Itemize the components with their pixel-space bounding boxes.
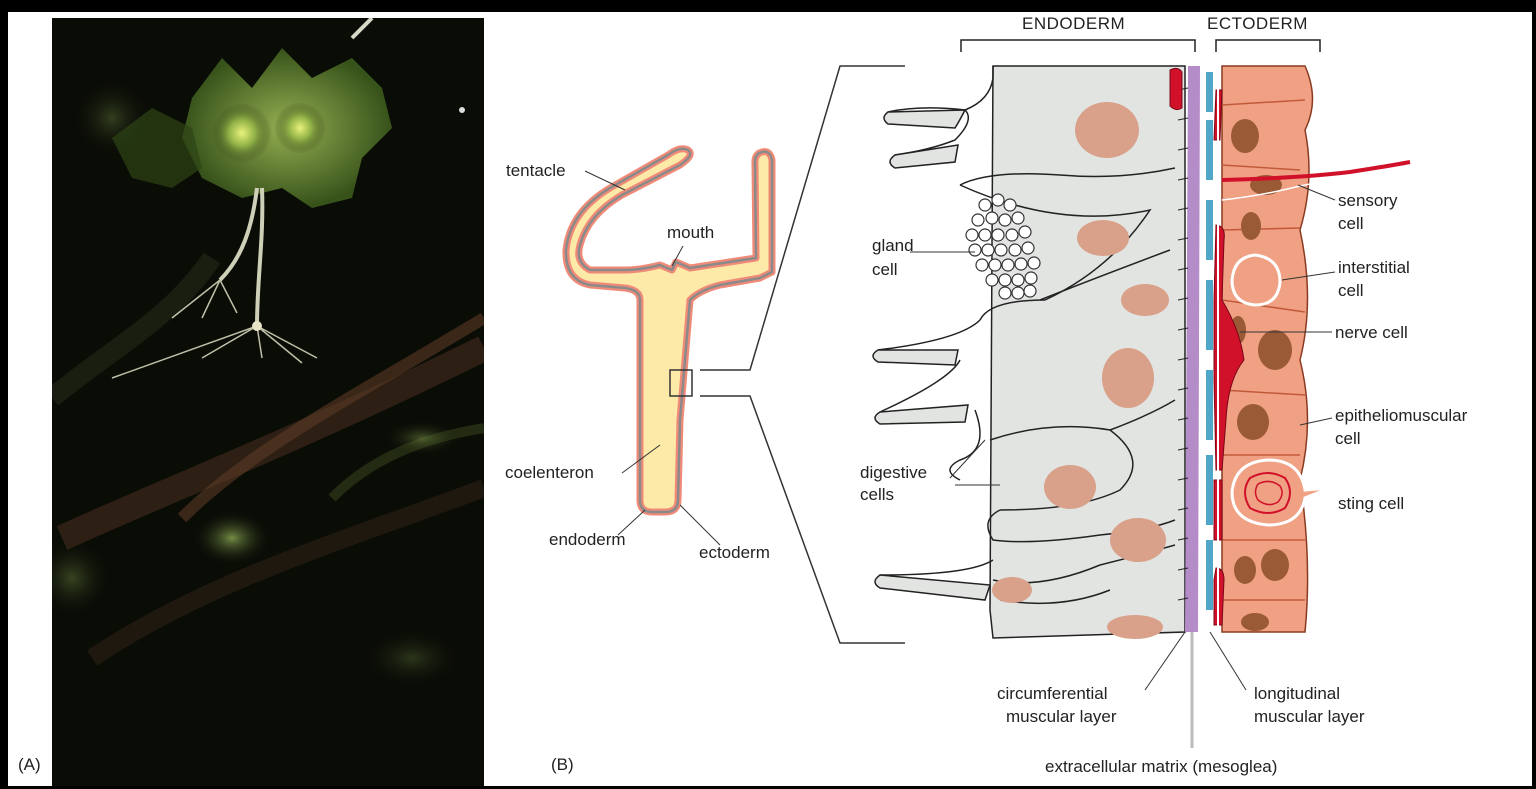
label-circumferential-line2: muscular layer — [1006, 707, 1117, 726]
header-ectoderm: ECTODERM — [1207, 14, 1308, 33]
label-interstitial-line2: cell — [1338, 281, 1364, 300]
label-digestive-line1: digestive — [860, 463, 927, 482]
label-nerve: nerve cell — [1335, 323, 1408, 342]
panel-label-b: (B) — [551, 755, 574, 774]
label-interstitial-line1: interstitial — [1338, 258, 1410, 277]
panel-label-a: (A) — [18, 755, 41, 774]
label-mouth: mouth — [667, 223, 714, 242]
label-epithelio-line2: cell — [1335, 429, 1361, 448]
label-endoderm-hydra: endoderm — [549, 530, 626, 549]
label-sensory-line2: cell — [1338, 214, 1364, 233]
label-extracellular-matrix: extracellular matrix (mesoglea) — [1045, 757, 1277, 776]
label-epithelio-line1: epitheliomuscular — [1335, 406, 1468, 425]
label-gland-line2: cell — [872, 260, 898, 279]
tissue-section — [873, 66, 1412, 639]
label-longitudinal-line1: longitudinal — [1254, 684, 1340, 703]
label-digestive-line2: cells — [860, 485, 894, 504]
header-endoderm: ENDODERM — [1022, 14, 1125, 33]
label-tentacle: tentacle — [506, 161, 566, 180]
longitudinal-muscle — [1206, 72, 1213, 610]
label-coelenteron: coelenteron — [505, 463, 594, 482]
label-sting: sting cell — [1338, 494, 1404, 513]
label-gland-line1: gland — [872, 236, 914, 255]
sting-cell — [1232, 460, 1330, 525]
label-ectoderm-hydra: ectoderm — [699, 543, 770, 562]
label-longitudinal-line2: muscular layer — [1254, 707, 1365, 726]
label-circumferential-line1: circumferential — [997, 684, 1108, 703]
label-sensory-line1: sensory — [1338, 191, 1398, 210]
